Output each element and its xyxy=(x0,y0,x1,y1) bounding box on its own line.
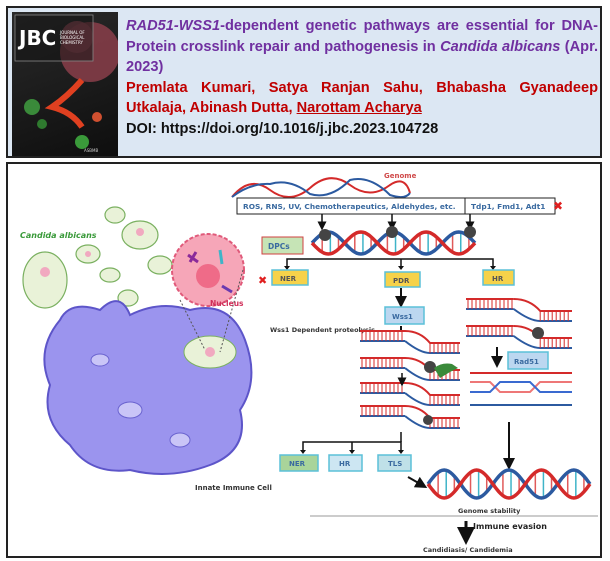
hr-dna-intermediates xyxy=(466,298,572,349)
sub-hr-box: HR xyxy=(339,460,351,468)
nucleus-illustration xyxy=(171,233,245,307)
journal-cover-image: JBC JOURNAL OF BIOLOGICAL CHEMISTRY ASBM… xyxy=(12,12,118,156)
nucleus-label: Nucleus xyxy=(210,299,244,308)
sub-ner-box: NER xyxy=(289,460,306,468)
candida-label: Candida albicans xyxy=(20,231,97,240)
genome-stability-label: Genome stability xyxy=(458,507,521,515)
svg-text:ASBMB: ASBMB xyxy=(84,148,98,153)
genome-dna-strand xyxy=(231,177,411,198)
graphical-abstract: Candida albicans Innate Immune Cell Nucl… xyxy=(6,162,602,558)
paper-citation: RAD51-WSS1-dependent genetic pathways ar… xyxy=(126,16,598,139)
genome-label: Genome xyxy=(384,172,417,180)
wss1-proteolysis-label: Wss1 Dependent proteolysis xyxy=(270,326,375,334)
immune-cell-illustration xyxy=(43,300,253,475)
outcome-label: Candidiasis/ Candidemia xyxy=(423,546,513,554)
protease-illustration xyxy=(434,363,458,378)
sub-tls-box: TLS xyxy=(388,460,402,468)
paper-header: JBC JOURNAL OF BIOLOGICAL CHEMISTRY ASBM… xyxy=(6,6,602,158)
paper-title: RAD51-WSS1-dependent genetic pathways ar… xyxy=(126,18,598,55)
recombination-illustration xyxy=(470,372,572,406)
ner-box: NER xyxy=(280,275,297,283)
svg-text:BIOLOGICAL: BIOLOGICAL xyxy=(60,35,85,40)
rad51-box: Rad51 xyxy=(514,358,539,366)
enzymes-box: Tdp1, Fmd1, Adt1 xyxy=(471,202,545,211)
svg-text:JOURNAL OF: JOURNAL OF xyxy=(59,30,85,35)
hr-box: HR xyxy=(492,275,504,283)
pdr-box: PDR xyxy=(393,277,410,285)
publication-date: (Apr. 2023) xyxy=(126,38,599,76)
immune-evasion-label: Immune evasion xyxy=(473,522,547,531)
immune-cell-label: Innate Immune Cell xyxy=(195,484,272,492)
damage-agents-box: ROS, RNS, UV, Chemotherapeutics, Aldehyd… xyxy=(243,202,456,211)
svg-text:CHEMISTRY: CHEMISTRY xyxy=(60,40,83,45)
cover-art: JBC JOURNAL OF BIOLOGICAL CHEMISTRY ASBM… xyxy=(14,14,118,153)
doi-link[interactable]: DOI: https://doi.org/10.1016/j.jbc.2023.… xyxy=(126,120,439,137)
authors: Premlata Kumari, Satya Ranjan Sahu, Bhab… xyxy=(126,79,598,117)
title-genes: RAD51-WSS1 xyxy=(126,18,221,34)
corresponding-author[interactable]: Narottam Acharya xyxy=(296,100,422,116)
dpcs-label: DPCs xyxy=(268,242,290,251)
title-text: -dependent genetic pathways are essentia… xyxy=(126,18,598,55)
pdr-dna-intermediates xyxy=(360,330,460,429)
wss1-box: Wss1 xyxy=(392,313,413,321)
inactivated-x-icon: ✖ xyxy=(553,199,563,213)
ner-blocked-x-icon: ✖ xyxy=(258,274,267,287)
cover-logo: JBC xyxy=(17,26,56,50)
diagram-canvas: Candida albicans Innate Immune Cell Nucl… xyxy=(20,172,598,554)
title-organism: Candida albicans xyxy=(440,38,561,55)
stable-genome-helix xyxy=(426,468,592,500)
